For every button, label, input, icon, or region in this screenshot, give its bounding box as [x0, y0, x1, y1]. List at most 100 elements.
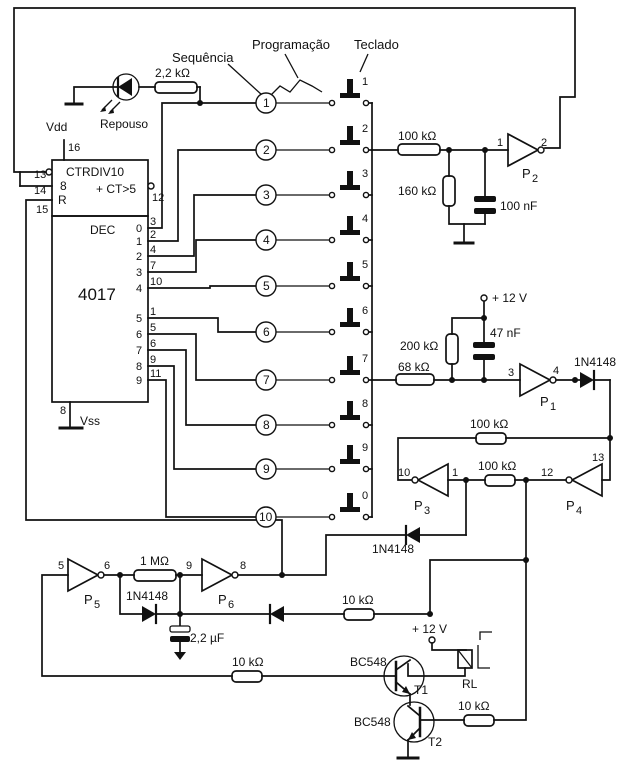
output-pin: 3 [150, 216, 156, 228]
r-led-value: 2,2 kΩ [155, 66, 190, 80]
p5-in: 5 [58, 560, 64, 572]
p3-in: 1 [452, 467, 458, 479]
t2-label: T2 [428, 735, 442, 749]
repouso-led [64, 73, 156, 114]
p4-name: P [566, 498, 575, 513]
output-index: 5 [136, 313, 142, 325]
key-switch[interactable]: 9 [276, 442, 373, 473]
sequence-node-label: 8 [263, 418, 270, 432]
output-pin: 7 [150, 260, 156, 272]
vdd-label: Vdd [46, 120, 67, 134]
r-1m-value: 1 MΩ [140, 554, 169, 568]
d-top-label: 1N4148 [574, 355, 616, 369]
output-index: 3 [136, 267, 142, 279]
p3-sub: 3 [424, 505, 430, 517]
repouso-label: Repouso [100, 117, 148, 131]
resistor-100k-a [397, 143, 441, 156]
d-low-label: 1N4148 [126, 589, 168, 603]
transistor-t2 [393, 701, 435, 743]
diode-low [142, 606, 156, 622]
resistor-10k-c [463, 714, 495, 727]
output-pin: 10 [150, 276, 162, 288]
key-switch[interactable]: 8 [276, 398, 373, 429]
resistor-1m [133, 569, 177, 582]
p2-out: 2 [541, 137, 547, 149]
output-pin: 11 [150, 368, 161, 380]
sequence-node-label: 5 [263, 279, 270, 293]
p6-out: 8 [240, 560, 246, 572]
diode-mid [406, 527, 420, 543]
key-switch[interactable]: 1 [276, 76, 373, 107]
p2-sub: 2 [532, 173, 538, 185]
key-switch[interactable]: 2 [276, 123, 373, 154]
key-switch[interactable]: 7 [276, 353, 373, 384]
key-label: 3 [362, 168, 368, 180]
sequence-node-label: 3 [263, 188, 270, 202]
p1-name: P [540, 394, 549, 409]
r-100k-c-value: 100 kΩ [478, 459, 516, 473]
sequence-node-label: 9 [263, 462, 270, 476]
ic-name: 4017 [78, 285, 116, 304]
ic-4017: CTRDIV10 + CT>5 8 R DEC 4017 03122437410… [45, 159, 162, 403]
key-label: 9 [362, 442, 368, 454]
output-index: 9 [136, 375, 142, 387]
r-10k-b-value: 10 kΩ [232, 655, 264, 669]
p5-out: 6 [104, 560, 110, 572]
sequence-node-label: 10 [259, 510, 273, 524]
p1-sub: 1 [550, 401, 556, 413]
resistor-160k [442, 175, 456, 207]
key-label: 7 [362, 353, 368, 365]
keypad-switches: 1 2 3 4 5 6 7 8 9 0 [276, 76, 373, 521]
resistor-100k-c [484, 474, 516, 487]
diode-top [580, 372, 594, 388]
gate-p5 [67, 557, 100, 593]
p3-name: P [414, 498, 423, 513]
teclado-label: Teclado [354, 37, 399, 52]
r-100k-a-value: 100 kΩ [398, 129, 436, 143]
key-label: 2 [362, 123, 368, 135]
output-pin: 5 [150, 322, 156, 334]
key-switch[interactable]: 5 [276, 259, 373, 290]
programacao-label: Programação [252, 37, 330, 52]
d-mid-label: 1N4148 [372, 542, 414, 556]
output-pin: 9 [150, 354, 156, 366]
output-index: 8 [136, 361, 142, 373]
p4-sub: 4 [576, 505, 582, 517]
key-label: 4 [362, 213, 368, 225]
ctr-label: CTRDIV10 [66, 165, 124, 179]
resistor-100k-b [475, 432, 507, 445]
pin-15: 15 [36, 204, 48, 216]
ct-label: + CT>5 [96, 182, 136, 196]
t2-type: BC548 [354, 715, 391, 729]
t1-type: BC548 [350, 655, 387, 669]
output-pin: 4 [150, 244, 156, 256]
r-10k-a-value: 10 kΩ [342, 593, 374, 607]
output-index: 7 [136, 345, 142, 357]
sequence-node-label: 1 [263, 96, 270, 110]
p5-name: P [84, 592, 93, 607]
rl-label: RL [462, 677, 478, 691]
resistor-2k2 [154, 81, 198, 94]
key-switch[interactable]: 0 [276, 490, 373, 521]
r-10k-c-value: 10 kΩ [458, 699, 490, 713]
key-switch[interactable]: 3 [276, 168, 373, 199]
key-label: 8 [362, 398, 368, 410]
key-switch[interactable]: 6 [276, 305, 373, 336]
output-index: 4 [136, 283, 142, 295]
vdd-pin: 16 [68, 142, 80, 154]
sequence-node-label: 7 [263, 373, 270, 387]
p4-out: 12 [541, 467, 553, 479]
output-index: 0 [136, 223, 142, 235]
c-47n-value: 47 nF [490, 326, 521, 340]
key-switch[interactable]: 4 [276, 213, 373, 244]
sequence-node-label: 4 [263, 233, 270, 247]
vplus-b: + 12 V [412, 622, 447, 636]
vplus-a: + 12 V [492, 291, 527, 305]
c-2u2-value: 2,2 µF [190, 631, 224, 645]
diode-low-2 [270, 606, 284, 622]
p4-in: 13 [592, 452, 604, 464]
sequencia-label: Sequência [172, 50, 234, 65]
gate-p2 [507, 132, 540, 168]
